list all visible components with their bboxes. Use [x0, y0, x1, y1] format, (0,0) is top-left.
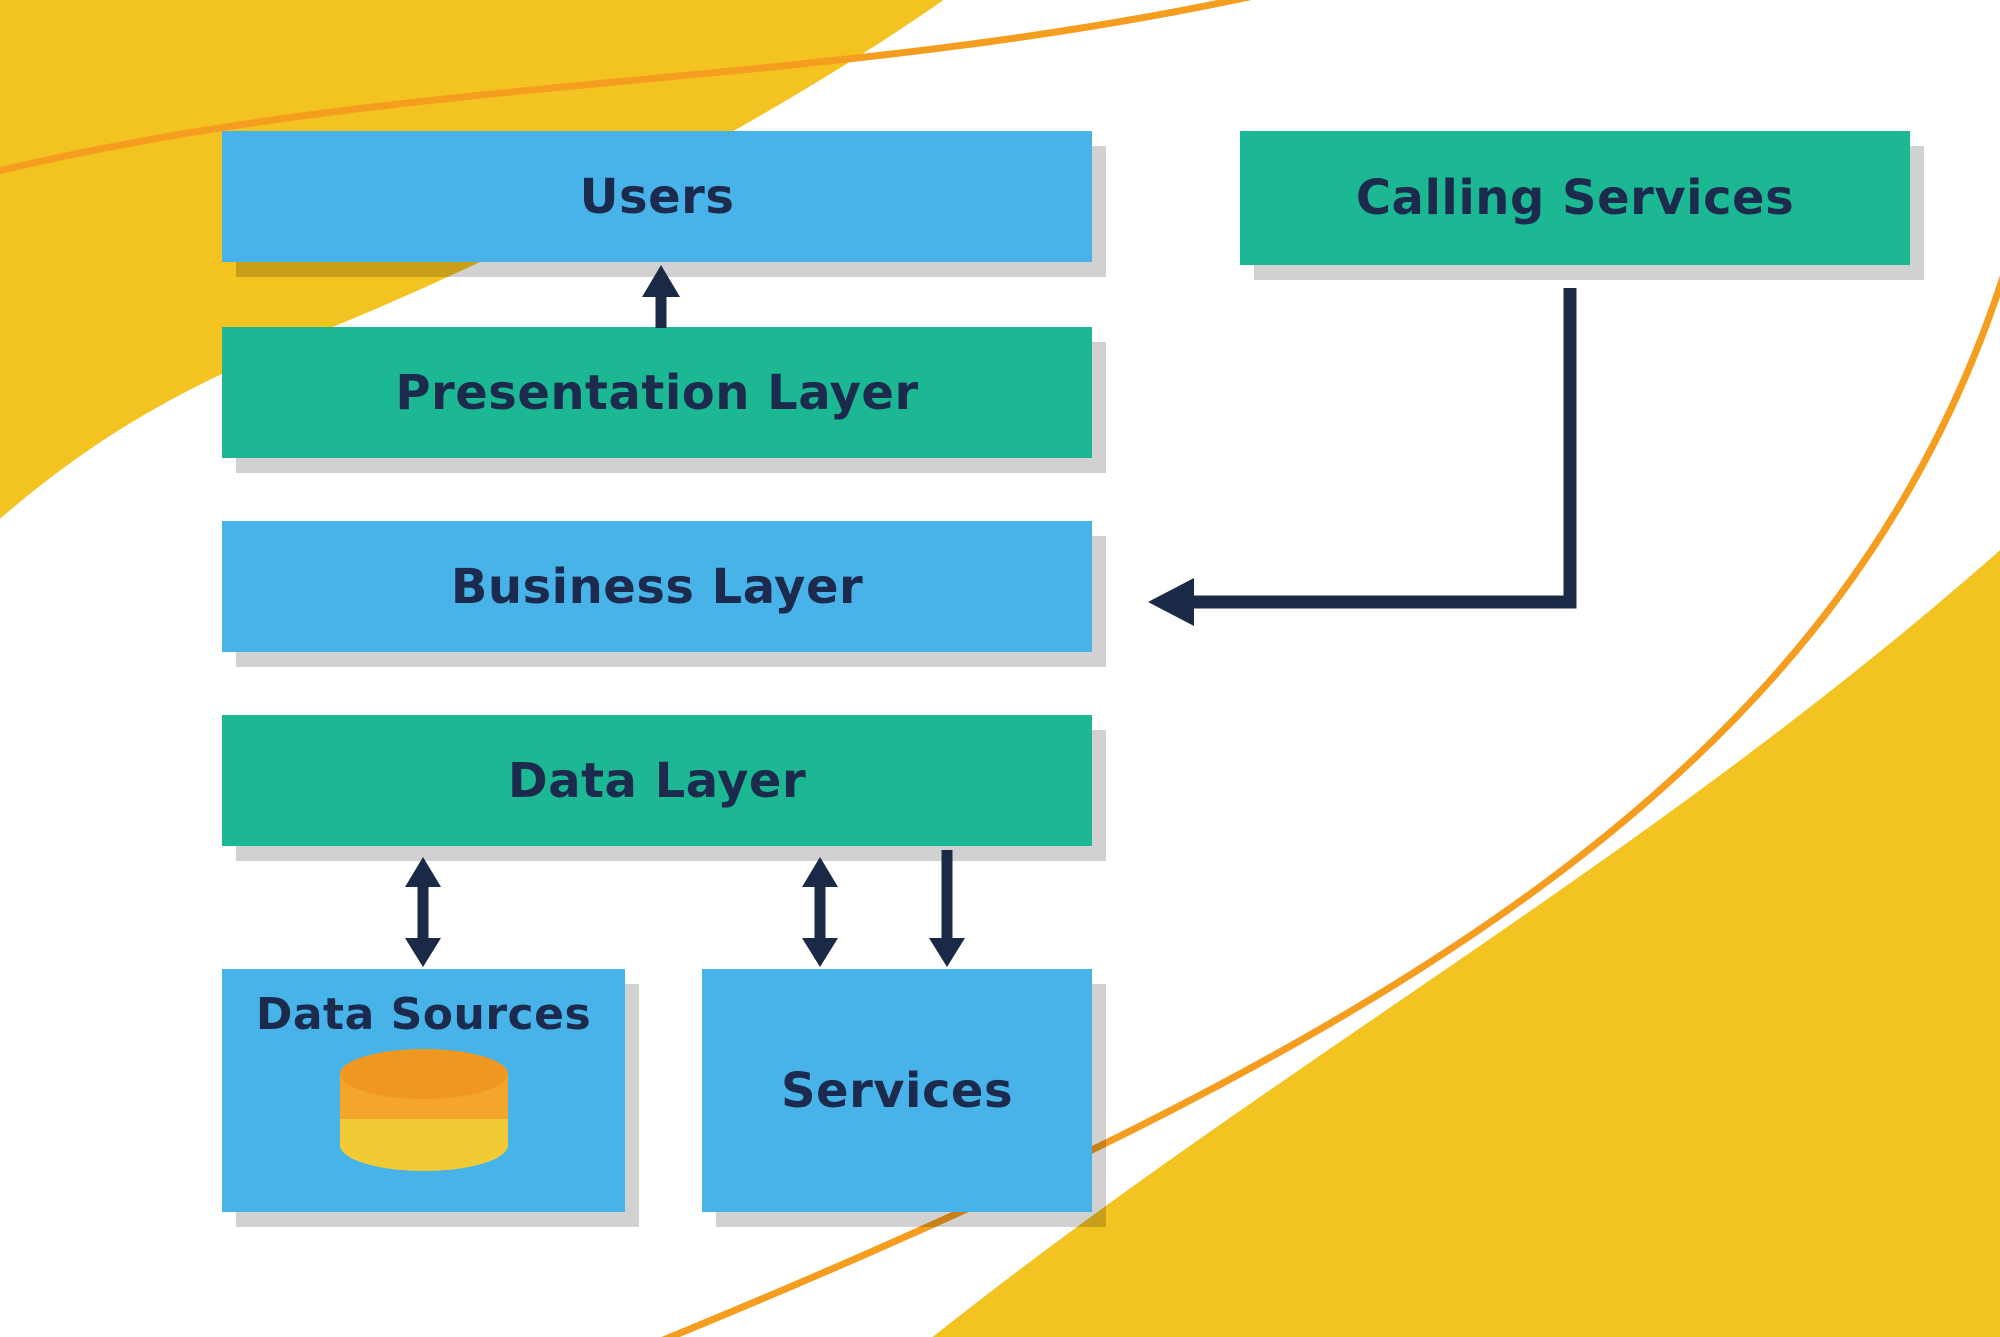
box-business-layer-label: Business Layer — [450, 558, 864, 615]
box-presentation-layer-label: Presentation Layer — [395, 364, 919, 421]
box-users: Users — [222, 131, 1092, 262]
box-presentation-layer: Presentation Layer — [222, 327, 1092, 458]
box-calling-services-label: Calling Services — [1355, 170, 1795, 226]
box-data-sources: Data Sources — [222, 969, 625, 1212]
box-data-layer: Data Layer — [222, 715, 1092, 846]
orange-curve-top — [0, 0, 1252, 175]
database-icon — [339, 1049, 508, 1171]
box-data-layer-label: Data Layer — [507, 752, 807, 809]
yellow-blob-bottom-right — [932, 550, 2000, 1337]
box-users-label: Users — [579, 168, 735, 225]
box-data-sources-label: Data Sources — [255, 989, 592, 1040]
box-services-label: Services — [780, 1062, 1014, 1119]
box-business-layer: Business Layer — [222, 521, 1092, 652]
box-services: Services — [702, 969, 1092, 1212]
box-calling-services: Calling Services — [1240, 131, 1910, 265]
